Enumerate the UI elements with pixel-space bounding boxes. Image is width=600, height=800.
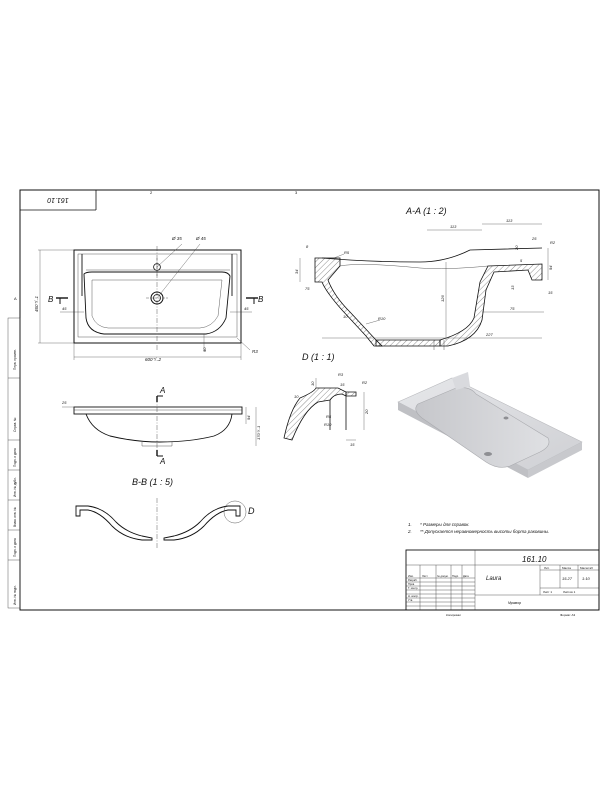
dim-600: 600⁺/₋2 [145, 357, 162, 362]
sheet-tick: A [14, 296, 17, 301]
dim-aa-r2: R2 [550, 240, 556, 245]
svg-text:Разраб.: Разраб. [408, 578, 418, 582]
svg-text:1.: 1. [408, 522, 412, 527]
dim-d-20: 20 [364, 409, 369, 415]
dim-aa-8: 8 [306, 244, 309, 249]
stamp-rotated-code: 161.10 [47, 196, 69, 203]
svg-text:* Размеры для справок.: * Размеры для справок. [420, 522, 470, 527]
svg-text:Лист 1: Лист 1 [543, 590, 552, 594]
svg-text:Листов 1: Листов 1 [563, 590, 576, 594]
dim-d-15: 15 [340, 382, 345, 387]
scale-value: 1:10 [582, 576, 591, 581]
svg-text:Утв.: Утв. [408, 598, 413, 602]
svg-text:№ докум.: № докум. [437, 575, 449, 578]
section-mark-b-right: B [258, 295, 264, 304]
dim-aa-126: 126 [440, 295, 445, 302]
svg-text:Справ. №: Справ. № [13, 417, 17, 432]
dim-40: 40 [202, 347, 207, 352]
dim-aa-r10: R10 [378, 316, 386, 321]
front-view: A A 25 94 170⁺/₋1 [61, 386, 261, 466]
section-mark-a-bottom: A [159, 457, 165, 466]
dim-aa-227: 227 [485, 332, 493, 337]
section-bb: B-B (1 : 5) D [75, 477, 255, 548]
svg-text:Пров.: Пров. [408, 582, 415, 586]
svg-text:Взам. инв. №: Взам. инв. № [13, 507, 17, 527]
dim-aa-5: 5 [520, 258, 523, 263]
dim-d-r3: R3 [338, 372, 344, 377]
svg-text:Лист: Лист [422, 574, 428, 578]
svg-text:Масштаб: Масштаб [580, 566, 593, 570]
svg-text:Лит.: Лит. [544, 566, 550, 570]
dim-25: 25 [61, 400, 67, 405]
section-bb-title: B-B (1 : 5) [132, 477, 173, 487]
dim-aa-13: 13 [510, 285, 515, 290]
section-mark-a-top: A [159, 386, 165, 395]
dim-aa-113-b: 113 [506, 218, 513, 223]
format: Формат А3 [560, 613, 575, 617]
sink-3d-render [397, 372, 583, 478]
dim-aa-15: 15 [548, 290, 553, 295]
section-aa-title: A-A (1 : 2) [405, 206, 447, 216]
dim-aa-10: 10 [343, 314, 348, 319]
svg-text:Изм.: Изм. [408, 574, 414, 578]
detail-d-title: D (1 : 1) [302, 352, 335, 362]
side-stamp: Перв. примен. Справ. № Подп. и дата Инв.… [7, 317, 21, 609]
dim-d-r5: R5 [326, 414, 332, 419]
top-view: Ø 35 Ø 45 B B 600⁺/₋2 460⁺/₋1 45 45 40 R… [34, 236, 264, 362]
dim-aa-25: 25 [531, 236, 537, 241]
dim-d-10-a: 10 [310, 381, 315, 386]
dim-aa-113-a: 113 [450, 224, 457, 229]
dim-d-r10: R10 [324, 422, 332, 427]
dim-d-r2: R2 [362, 380, 368, 385]
notes: 1. * Размеры для справок. 2. ** Допускае… [407, 522, 549, 534]
title-block: 161.10 Laura Лит. Масса Масштаб 15.27 1:… [405, 549, 600, 611]
dim-94: 94 [246, 415, 251, 420]
section-mark-b-left: B [48, 295, 54, 304]
detail-mark-d: D [248, 506, 255, 516]
title-code: 161.10 [522, 555, 547, 564]
dim-45-right: 45 [244, 306, 249, 311]
svg-text:Подп. и дата: Подп. и дата [13, 448, 17, 467]
copied-by: Копировал [446, 613, 461, 617]
svg-text:Дата: Дата [463, 574, 469, 578]
svg-text:Подп. и дата: Подп. и дата [13, 538, 17, 557]
dim-d-15-b: 15 [350, 442, 355, 447]
dim-aa-20: 20 [514, 245, 519, 251]
dim-460: 460⁺/₋1 [34, 295, 39, 312]
dim-aa-75-right: 75 [510, 306, 515, 311]
svg-text:Перв. примен.: Перв. примен. [13, 349, 17, 370]
dim-aa-34: 34 [294, 269, 299, 274]
title-name: Laura [486, 576, 502, 582]
svg-text:Т. контр.: Т. контр. [408, 586, 418, 590]
svg-text:** Допускается неравномерность: ** Допускается неравномерность высоты бо… [420, 529, 549, 534]
svg-text:Подп.: Подп. [452, 574, 459, 578]
svg-text:2.: 2. [407, 529, 412, 534]
dim-aa-r5: R5 [344, 250, 350, 255]
svg-text:Масса: Масса [562, 566, 571, 570]
svg-text:Инв. № подл.: Инв. № подл. [13, 585, 17, 605]
svg-text:Инв. № дубл.: Инв. № дубл. [13, 477, 17, 497]
dim-aa-94: 94 [548, 265, 553, 270]
svg-text:Н. контр.: Н. контр. [408, 594, 419, 598]
dim-170: 170⁺/₋1 [256, 426, 261, 440]
radius-r3: R3 [252, 349, 258, 354]
sheet-tick: 3 [295, 190, 298, 195]
sheet-tick: 2 [150, 190, 153, 195]
dim-d35: Ø 35 [171, 236, 182, 241]
dim-aa-75-left: 75 [305, 286, 310, 291]
dim-d45: Ø 45 [195, 236, 206, 241]
dim-d-10-b: 10 [294, 394, 299, 399]
material: Мрамор [508, 601, 521, 605]
section-aa: A-A (1 : 2) 113 113 8 R5 34 75 25 R2 20 … [294, 206, 556, 350]
detail-d: D (1 : 1) 10 R3 R2 15 R5 R10 20 15 10 [283, 352, 369, 447]
mass-value: 15.27 [562, 576, 573, 581]
dim-45-left: 45 [62, 306, 67, 311]
